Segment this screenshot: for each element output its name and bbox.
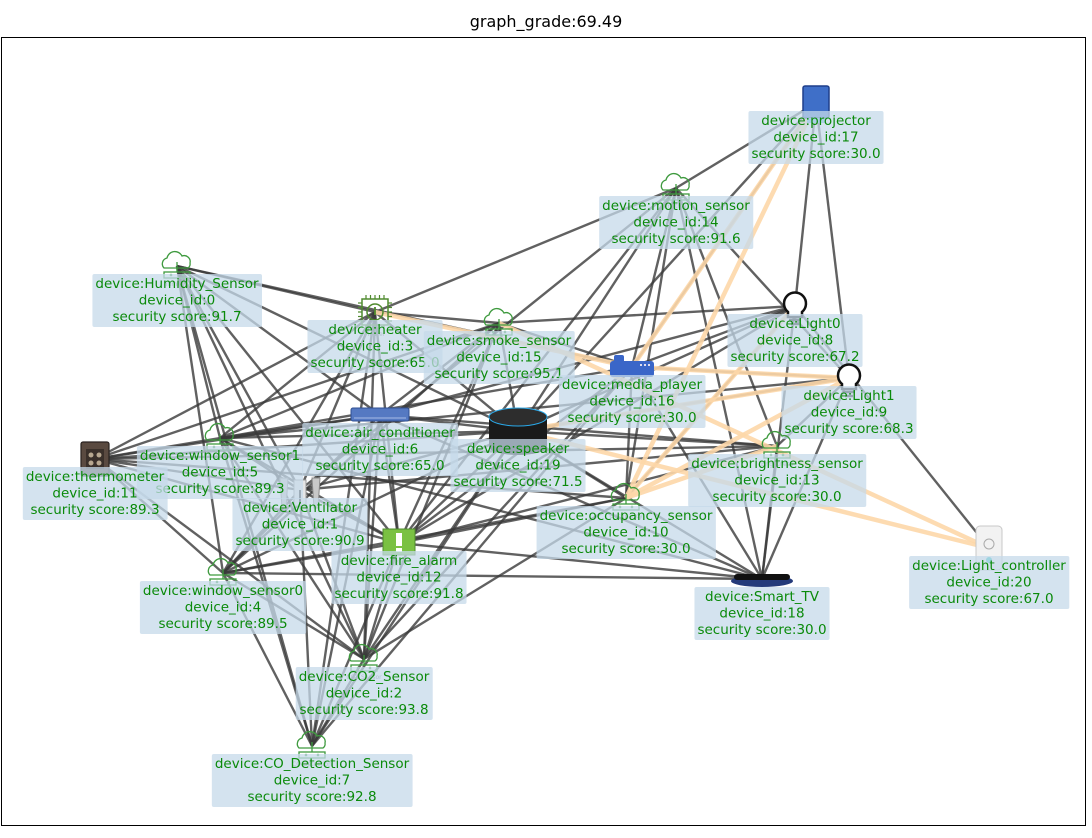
edge-line bbox=[674, 187, 764, 580]
label-background bbox=[136, 446, 304, 499]
label-background bbox=[139, 581, 307, 634]
network-graph: humiditydevice:Humidity_Sensordevice_id:… bbox=[22, 85, 1070, 807]
risk-edge-line bbox=[631, 364, 850, 381]
device-node: motiondevice:motion_sensordevice_id:14se… bbox=[599, 172, 754, 249]
label-background bbox=[909, 556, 1070, 609]
tv-icon bbox=[731, 574, 793, 587]
edge-line bbox=[498, 304, 796, 325]
edge-line bbox=[398, 541, 763, 581]
device-node: Brightnessdevice:brightness_sensordevice… bbox=[688, 430, 867, 507]
label-background bbox=[694, 587, 830, 640]
device-node: CO Detectiondevice:CO_Detection_Sensorde… bbox=[211, 730, 413, 807]
edge-line bbox=[517, 429, 778, 448]
label-background bbox=[727, 314, 863, 367]
device-node: Windowdevice:window_sensor1device_id:5se… bbox=[136, 422, 304, 499]
air-conditioner-icon bbox=[350, 407, 410, 422]
label-background bbox=[22, 467, 168, 520]
graph-plot-area: humiditydevice:Humidity_Sensordevice_id:… bbox=[1, 37, 1086, 826]
label-background bbox=[536, 506, 716, 559]
label-background bbox=[599, 196, 754, 249]
graph-title: graph_grade:69.49 bbox=[469, 12, 623, 31]
label-background bbox=[307, 320, 443, 373]
label-background bbox=[748, 111, 884, 164]
device-node: humiditydevice:Humidity_Sensordevice_id:… bbox=[92, 250, 263, 327]
label-background bbox=[232, 498, 368, 551]
label-background bbox=[450, 439, 586, 492]
device-node: smokedevice:smoke_sensordevice_id:15secu… bbox=[423, 307, 575, 384]
label-background bbox=[302, 423, 459, 476]
device-node: Windowdevice:window_sensor0device_id:4se… bbox=[139, 557, 307, 634]
label-background bbox=[92, 274, 263, 327]
edge-line bbox=[222, 541, 400, 575]
device-node: CO2 Sensordevice:CO2_Sensordevice_id:2se… bbox=[295, 643, 433, 720]
node-layer: humiditydevice:Humidity_Sensordevice_id:… bbox=[22, 85, 1070, 807]
device-node: 警报device:fire_alarmdevice_id:12security … bbox=[331, 528, 467, 604]
edge-line bbox=[374, 310, 500, 325]
label-background bbox=[211, 754, 413, 807]
label-background bbox=[331, 551, 467, 604]
device-node: Occupancydevice:occupancy_sensordevice_i… bbox=[536, 482, 716, 559]
label-background bbox=[688, 454, 867, 507]
risk-edge-line bbox=[498, 320, 990, 551]
edge-line bbox=[379, 304, 796, 417]
label-background bbox=[295, 667, 433, 720]
risk-edge-line bbox=[623, 102, 819, 499]
edge-line bbox=[222, 571, 763, 581]
label-background bbox=[423, 331, 575, 384]
router-icon bbox=[610, 355, 654, 377]
label-background bbox=[558, 375, 706, 428]
label-background bbox=[781, 386, 917, 439]
